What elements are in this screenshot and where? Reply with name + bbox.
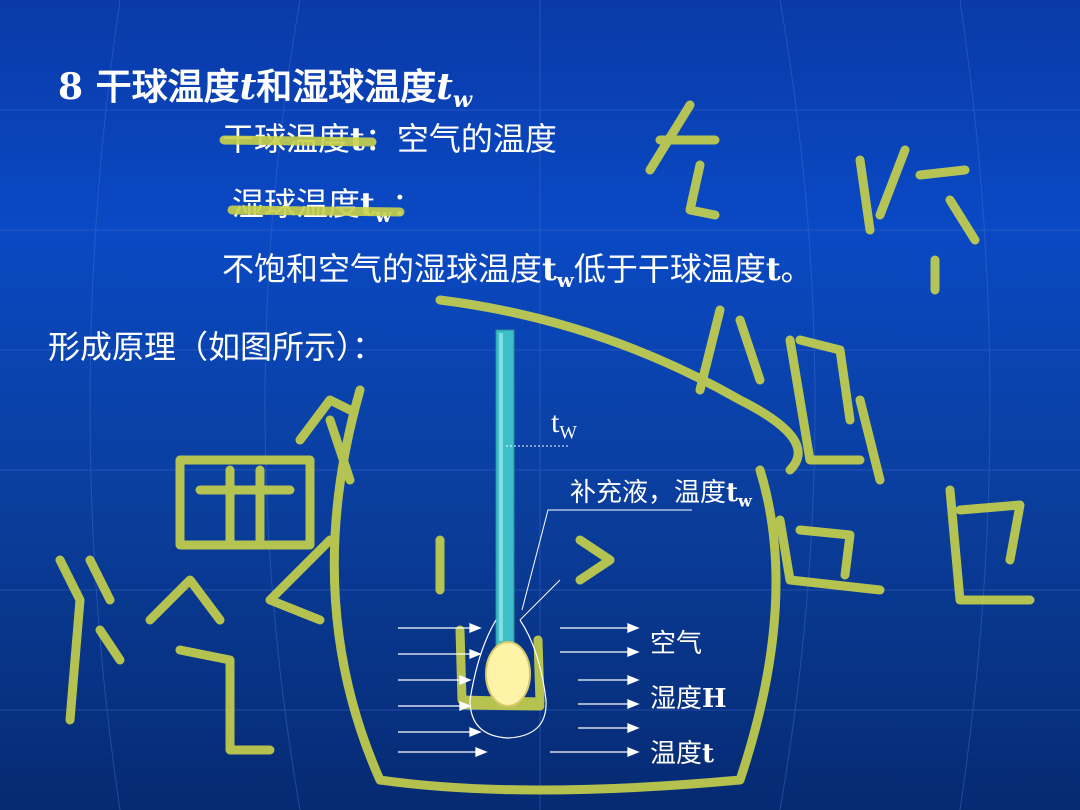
dry-bulb-definition: 干球温度t：空气的温度 [222,120,557,158]
unsaturated-air-statement: 不饱和空气的湿球温度tw低于干球温度t。 [222,250,813,292]
supply-liquid-label: 补充液，温度tw [570,478,752,511]
humidity-label: 湿度H [650,684,727,714]
formation-principle-label: 形成原理（如图所示）： [48,328,385,366]
air-label: 空气 [650,629,703,659]
wet-bulb-definition: 湿球温度tw： [232,185,424,227]
slide-title: 8 干球温度t和湿球温度tw [58,66,473,113]
wet-bulb-reading-label: tW [551,406,577,444]
temperature-label: 温度t [650,739,715,769]
